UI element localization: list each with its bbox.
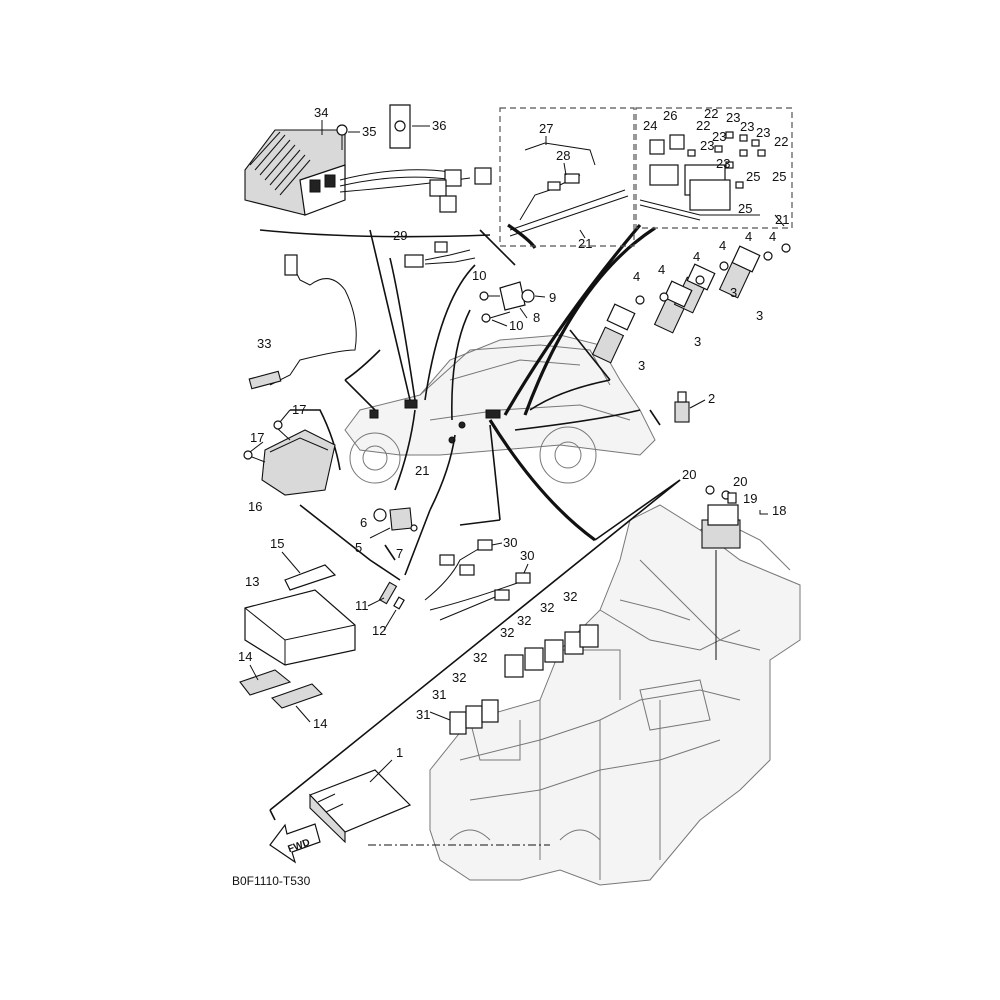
callout-3: 3 (730, 285, 737, 300)
callout-5: 5 (355, 540, 362, 555)
ecu-harness (339, 167, 492, 213)
connector-29 (404, 241, 476, 268)
callout-32: 32 (473, 650, 487, 665)
callout-16: 16 (248, 499, 262, 514)
callout-14: 14 (313, 716, 327, 731)
callout-4: 4 (658, 262, 665, 277)
callout-24: 24 (643, 118, 657, 133)
frame-outline (429, 504, 801, 886)
callout-17: 17 (292, 402, 306, 417)
callout-21: 21 (775, 212, 789, 227)
relay-box (639, 131, 766, 221)
callout-22: 22 (704, 106, 718, 121)
callout-10: 10 (509, 318, 523, 333)
callout-labels: 34 35 36 27 28 21 24 26 22 23 22 23 23 2… (238, 105, 789, 760)
callout-25: 25 (738, 201, 752, 216)
callout-32: 32 (540, 600, 554, 615)
callout-32: 32 (500, 625, 514, 640)
callout-4: 4 (633, 269, 640, 284)
bolt-35 (336, 124, 348, 150)
sub-harness-27 (509, 142, 629, 237)
callout-22: 22 (774, 134, 788, 149)
callout-4: 4 (745, 229, 752, 244)
injectors (591, 243, 791, 364)
callout-1: 1 (396, 745, 403, 760)
callout-12: 12 (372, 623, 386, 638)
callout-26: 26 (663, 108, 677, 123)
callout-30: 30 (503, 535, 517, 550)
callout-23: 23 (756, 125, 770, 140)
o2-sensor-33 (248, 254, 357, 390)
strap-15 (284, 564, 337, 591)
sensor-11-12 (378, 581, 405, 610)
callout-31: 31 (432, 687, 446, 702)
callout-15: 15 (270, 536, 284, 551)
relay-18 (701, 485, 741, 660)
callout-36: 36 (432, 118, 446, 133)
fuse-block (449, 624, 599, 735)
callout-3: 3 (694, 334, 701, 349)
callout-31: 31 (416, 707, 430, 722)
callout-8: 8 (533, 310, 540, 325)
callout-4: 4 (769, 229, 776, 244)
sensor-2 (674, 391, 690, 423)
callout-leaders (249, 120, 785, 783)
ecu-1 (308, 769, 412, 844)
callout-9: 9 (549, 290, 556, 305)
callout-13: 13 (245, 574, 259, 589)
battery-13 (244, 589, 356, 666)
diagram-code: B0F1110-T530 (232, 874, 311, 888)
fwd-arrow-icon: FWD (269, 823, 321, 864)
sub-harness-30 (424, 539, 531, 621)
sensor-5-6-7 (369, 507, 418, 539)
callout-29: 29 (393, 228, 407, 243)
callout-33: 33 (257, 336, 271, 351)
callout-23: 23 (740, 119, 754, 134)
ecu-unit[interactable] (244, 129, 346, 216)
harness-box-right (635, 107, 793, 229)
callout-35: 35 (362, 124, 376, 139)
callout-4: 4 (693, 249, 700, 264)
callout-23: 23 (700, 138, 714, 153)
bracket-36 (389, 104, 411, 149)
callout-6: 6 (360, 515, 367, 530)
callout-18: 18 (772, 503, 786, 518)
callout-34: 34 (314, 105, 328, 120)
callout-32: 32 (517, 613, 531, 628)
callout-32: 32 (563, 589, 577, 604)
callout-10: 10 (472, 268, 486, 283)
callout-23: 23 (712, 129, 726, 144)
callout-20: 20 (733, 474, 747, 489)
leader-lines (259, 223, 681, 821)
pads-14 (239, 669, 324, 709)
vehicle-outline (344, 334, 656, 484)
callout-4: 4 (719, 238, 726, 253)
callout-3: 3 (756, 308, 763, 323)
callout-25: 25 (746, 169, 760, 184)
callout-21: 21 (578, 236, 592, 251)
callout-23: 23 (726, 110, 740, 125)
callout-11: 11 (355, 598, 369, 613)
callout-23: 23 (716, 156, 730, 171)
callout-2: 2 (708, 391, 715, 406)
callout-28: 28 (556, 148, 570, 163)
callout-30: 30 (520, 548, 534, 563)
callout-21: 21 (415, 463, 429, 478)
callout-22: 22 (696, 118, 710, 133)
callout-32: 32 (452, 670, 466, 685)
callout-7: 7 (396, 546, 403, 561)
callout-3: 3 (638, 358, 645, 373)
harness-box-left (499, 107, 635, 247)
callout-27: 27 (539, 121, 553, 136)
module-16 (243, 420, 336, 496)
callout-17: 17 (250, 430, 264, 445)
callout-20: 20 (682, 467, 696, 482)
sensor-8 (479, 281, 535, 323)
callout-25: 25 (772, 169, 786, 184)
callout-19: 19 (743, 491, 757, 506)
callout-14: 14 (238, 649, 252, 664)
